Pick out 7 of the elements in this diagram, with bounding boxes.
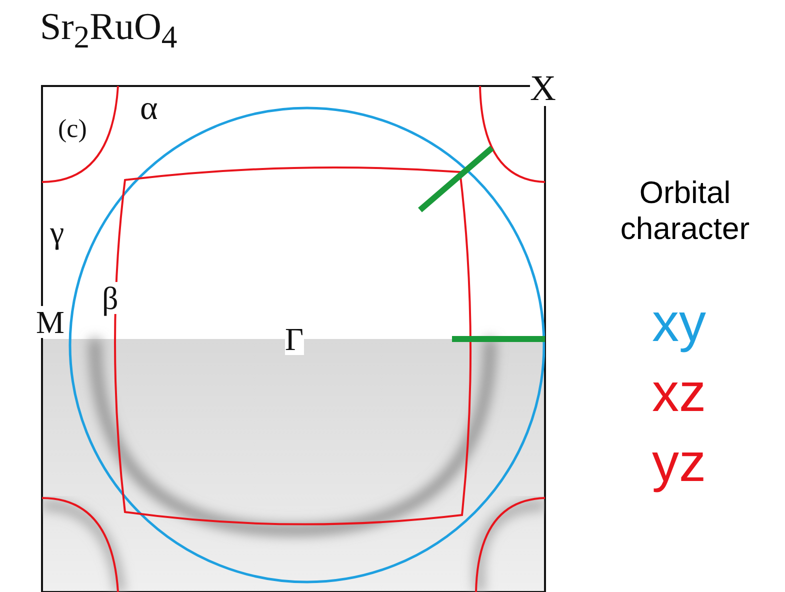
band-label: β: [102, 282, 118, 314]
legend-entry: xz: [652, 362, 706, 424]
point-label: M: [36, 306, 64, 338]
legend-entry: yz: [652, 432, 706, 494]
legend-heading: Orbital character: [619, 175, 751, 246]
legend-entry: xy: [652, 292, 706, 354]
panel-label: (c): [58, 116, 87, 142]
